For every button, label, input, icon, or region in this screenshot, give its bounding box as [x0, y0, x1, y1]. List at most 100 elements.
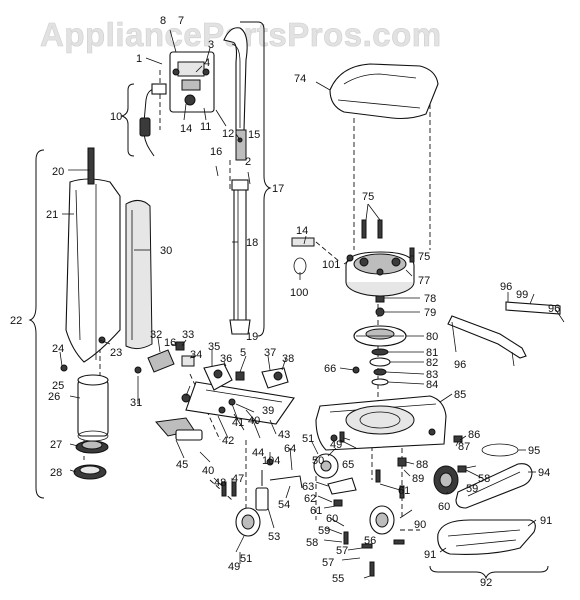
label-30: 30 [160, 245, 172, 257]
label-42: 42 [222, 435, 234, 447]
power-cord [139, 83, 167, 157]
label-14a: 14 [180, 123, 192, 135]
label-51a: 51 [240, 553, 252, 565]
label-47: 47 [232, 473, 244, 485]
label-81: 81 [426, 347, 438, 359]
label-49b: 49 [330, 439, 342, 451]
label-60a: 60 [326, 513, 338, 525]
label-17: 17 [272, 183, 284, 195]
label-104: 104 [262, 455, 280, 467]
label-91a: 91 [540, 515, 552, 527]
label-32: 32 [150, 329, 162, 341]
label-34: 34 [190, 349, 202, 361]
label-83: 83 [426, 369, 438, 381]
label-28: 28 [50, 467, 62, 479]
label-12: 12 [222, 128, 234, 140]
label-87: 87 [458, 441, 470, 453]
label-86: 86 [468, 429, 480, 441]
label-77: 77 [418, 275, 430, 287]
label-61a: 61 [310, 505, 322, 517]
base-housing [315, 366, 447, 451]
label-79: 79 [424, 307, 436, 319]
label-80: 80 [426, 331, 438, 343]
label-61b: 61 [398, 485, 410, 497]
label-2: 2 [245, 156, 251, 168]
label-59a: 59 [318, 525, 330, 537]
label-3: 3 [208, 39, 214, 51]
label-94: 94 [538, 467, 550, 479]
label-64: 64 [284, 443, 296, 455]
label-8: 8 [160, 15, 166, 27]
label-10: 10 [110, 111, 122, 123]
label-66: 66 [324, 363, 336, 375]
label-33: 33 [182, 329, 194, 341]
label-21: 21 [46, 209, 58, 221]
label-27: 27 [50, 439, 62, 451]
label-96a: 96 [500, 281, 512, 293]
bracket-lines [28, 21, 549, 580]
label-91b: 91 [424, 549, 436, 561]
label-63: 63 [302, 481, 314, 493]
label-100: 100 [290, 287, 308, 299]
part-number-labels: 8 7 1 3 4 10 14 11 12 15 16 2 17 18 19 2… [10, 15, 560, 589]
label-18: 18 [246, 237, 258, 249]
label-57b: 57 [322, 557, 334, 569]
label-24: 24 [52, 343, 64, 355]
label-37: 37 [264, 347, 276, 359]
label-75a: 75 [362, 191, 374, 203]
label-82: 82 [426, 357, 438, 369]
label-11: 11 [200, 121, 211, 133]
label-56: 56 [364, 535, 376, 547]
label-40b: 40 [202, 465, 214, 477]
label-92: 92 [480, 577, 492, 589]
label-44: 44 [252, 447, 264, 459]
label-4: 4 [204, 57, 210, 69]
label-41: 41 [232, 417, 244, 429]
label-60b: 60 [438, 501, 450, 513]
label-75b: 75 [418, 251, 430, 263]
label-40a: 40 [248, 415, 260, 427]
label-50: 50 [312, 455, 324, 467]
label-39: 39 [262, 405, 274, 417]
label-74: 74 [294, 73, 306, 85]
label-57a: 57 [336, 545, 348, 557]
label-36: 36 [220, 353, 232, 365]
label-25: 25 [52, 380, 64, 392]
label-62: 62 [304, 493, 316, 505]
motor-assembly [291, 219, 415, 386]
label-55: 55 [332, 573, 344, 585]
label-59b: 59 [466, 483, 478, 495]
handle-assembly [169, 27, 251, 335]
handle-lever-assembly [134, 341, 295, 441]
label-16a: 16 [210, 146, 222, 158]
label-58a: 58 [306, 537, 318, 549]
wheels-axle [221, 431, 405, 577]
brushroll-nozzle [397, 301, 565, 555]
label-19: 19 [246, 331, 258, 343]
label-48: 48 [214, 477, 226, 489]
label-45: 45 [176, 459, 188, 471]
label-96c: 96 [454, 359, 466, 371]
dust-bag-cover [60, 147, 153, 480]
label-23: 23 [110, 347, 122, 359]
label-95: 95 [528, 445, 540, 457]
label-65: 65 [342, 459, 354, 471]
label-53: 53 [268, 531, 280, 543]
label-90: 90 [414, 519, 426, 531]
label-38: 38 [282, 353, 294, 365]
label-85: 85 [454, 389, 466, 401]
leader-lines [59, 29, 537, 579]
label-51b: 51 [302, 433, 314, 445]
label-15: 15 [248, 129, 260, 141]
label-1: 1 [136, 53, 142, 65]
label-20: 20 [52, 166, 64, 178]
label-5: 5 [240, 347, 246, 359]
label-99: 99 [516, 289, 528, 301]
label-101: 101 [322, 259, 340, 271]
label-22: 22 [10, 315, 22, 327]
label-16b: 16 [164, 337, 176, 349]
label-31: 31 [130, 397, 142, 409]
label-54: 54 [278, 499, 290, 511]
label-78: 78 [424, 293, 436, 305]
